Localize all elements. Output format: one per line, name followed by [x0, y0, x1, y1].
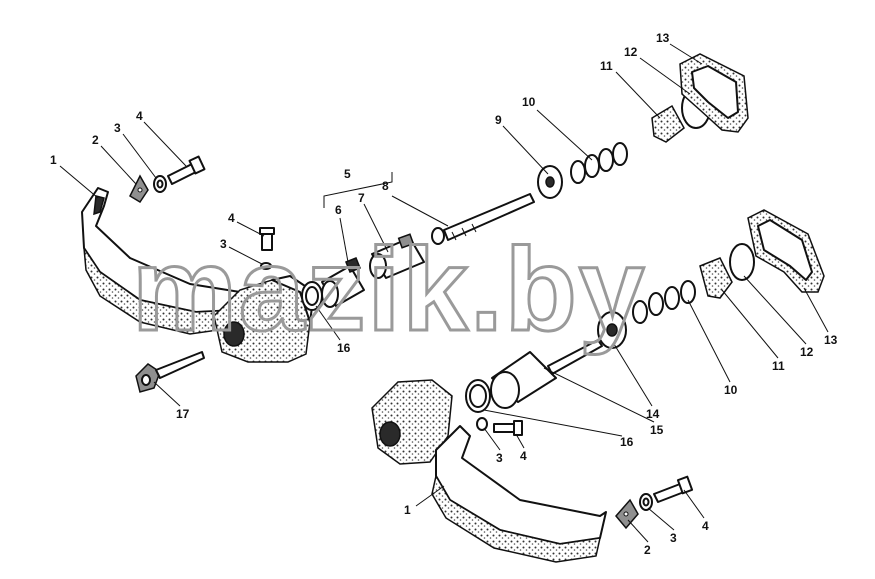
gasket-13-upper [679, 53, 749, 133]
callout-14: 14 [646, 407, 660, 421]
callout-12: 12 [624, 45, 638, 59]
callout-3: 3 [114, 121, 121, 135]
callout-16: 16 [620, 435, 634, 449]
callout-4: 4 [520, 449, 527, 463]
right-washer-3 [476, 417, 488, 431]
bushing-14 [597, 311, 627, 349]
callout-15: 15 [650, 423, 664, 437]
callout-12: 12 [800, 345, 814, 359]
callout-9: 9 [495, 113, 502, 127]
callout-3: 3 [496, 451, 503, 465]
callout-3: 3 [670, 531, 677, 545]
callout-numbers: 1 2 3 4 4 3 5 6 7 8 9 10 11 12 13 16 17 … [50, 31, 838, 557]
lower-bracket-2 [615, 498, 639, 530]
callout-11: 11 [600, 59, 613, 73]
lever-11-lower [699, 257, 733, 299]
center-screw-4 [259, 227, 275, 270]
callout-1: 1 [50, 153, 57, 167]
callout-6: 6 [335, 203, 342, 217]
leader-lines [59, 43, 829, 543]
callout-4: 4 [136, 109, 143, 123]
callout-10: 10 [724, 383, 738, 397]
left-washer-3 [153, 175, 167, 193]
spring-pin-8 [431, 193, 535, 245]
callout-10: 10 [522, 95, 536, 109]
lower-screw-4 [653, 475, 694, 503]
callout-2: 2 [92, 133, 99, 147]
callout-4: 4 [702, 519, 709, 533]
callout-8: 8 [382, 179, 389, 193]
callout-2: 2 [644, 543, 651, 557]
right-door-handle [431, 425, 607, 563]
callout-17: 17 [176, 407, 190, 421]
callout-4: 4 [228, 211, 235, 225]
lock-core-7 [369, 233, 425, 279]
seal-ring-16 [301, 281, 323, 311]
ring-12-lower [729, 243, 755, 281]
watermark-text: mazik.by [132, 224, 646, 356]
lock-cylinder-6 [321, 257, 365, 308]
callout-11: 11 [772, 359, 785, 373]
seal-ring-16-lower [465, 379, 491, 413]
left-screw-4 [167, 155, 206, 185]
spring-10-lower [632, 280, 696, 324]
bushing-9 [537, 165, 563, 199]
callout-1: 1 [404, 503, 411, 517]
lever-11-upper [651, 104, 685, 143]
callout-5: 5 [344, 167, 351, 181]
callout-13: 13 [656, 31, 670, 45]
key-17 [135, 351, 205, 393]
push-button-15 [490, 339, 603, 409]
left-bracket-2 [129, 174, 149, 204]
callout-13: 13 [824, 333, 838, 347]
callout-16: 16 [337, 341, 351, 355]
right-gasket-13 [747, 209, 825, 293]
callout-7: 7 [358, 191, 365, 205]
lower-washer-3 [639, 493, 653, 511]
right-screw-4 [493, 420, 523, 436]
callout-3: 3 [220, 237, 227, 251]
right-handle-housing [371, 379, 453, 465]
spring-10-upper [570, 142, 628, 184]
